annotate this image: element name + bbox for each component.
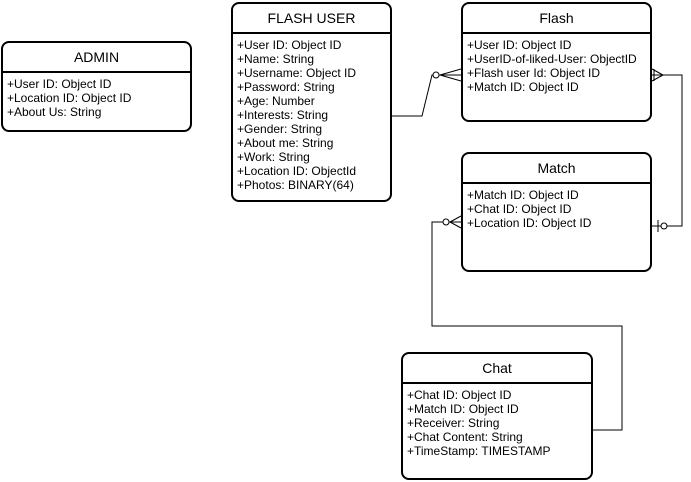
attribute: +Receiver: String [407,416,500,430]
attribute: +User ID: Object ID [237,38,342,52]
attribute: +Password: String [237,80,335,94]
entity-match[interactable]: Match +Match ID: Object ID +Chat ID: Obj… [461,152,652,272]
attribute: +Chat ID: Object ID [467,202,572,216]
attribute: +TimeStamp: TIMESTAMP [407,444,551,458]
attribute-list: +User ID: Object ID +Location ID: Object… [3,73,190,119]
attribute: +Location ID: Object ID [7,91,132,105]
attribute: +Interests: String [237,108,329,122]
attribute: +Name: String [237,52,315,66]
attribute: +Match ID: Object ID [467,80,579,94]
entity-admin[interactable]: ADMIN +User ID: Object ID +Location ID: … [1,41,192,132]
attribute-list: +User ID: Object ID +Name: String +Usern… [233,34,390,192]
attribute: +Location ID: Object ID [467,216,592,230]
attribute: +Work: String [237,150,310,164]
attribute: +Photos: BINARY(64) [237,178,354,192]
attribute: +Chat Content: String [407,430,523,444]
attribute: +Match ID: Object ID [467,188,579,202]
entity-flash-user[interactable]: FLASH USER +User ID: Object ID +Name: St… [231,2,392,202]
relationship-chat-match [431,215,623,431]
attribute: +Chat ID: Object ID [407,388,512,402]
entity-title: Match [463,154,650,184]
relationship-match-flash [651,68,683,232]
entity-title: Flash [463,4,650,34]
entity-flash[interactable]: Flash +User ID: Object ID +UserID-of-lik… [461,2,652,122]
entity-title: FLASH USER [233,4,390,34]
attribute: +Location ID: ObjectId [237,164,357,178]
attribute: +User ID: Object ID [7,77,112,91]
attribute: +Username: Object ID [237,66,357,80]
attribute-list: +Chat ID: Object ID +Match ID: Object ID… [403,384,591,458]
relationship-flashuser-flash [392,68,462,117]
attribute: +Flash user Id: Object ID [467,66,601,80]
entity-title: ADMIN [3,43,190,73]
attribute: +About Us: String [7,105,102,119]
attribute: +Match ID: Object ID [407,402,519,416]
attribute: +About me: String [237,136,334,150]
attribute: +Age: Number [237,94,315,108]
attribute: +Gender: String [237,122,323,136]
attribute-list: +User ID: Object ID +UserID-of-liked-Use… [463,34,650,94]
entity-title: Chat [403,354,591,384]
attribute: +User ID: Object ID [467,38,572,52]
attribute: +UserID-of-liked-User: ObjectID [467,52,637,66]
attribute-list: +Match ID: Object ID +Chat ID: Object ID… [463,184,650,230]
entity-chat[interactable]: Chat +Chat ID: Object ID +Match ID: Obje… [401,352,593,480]
